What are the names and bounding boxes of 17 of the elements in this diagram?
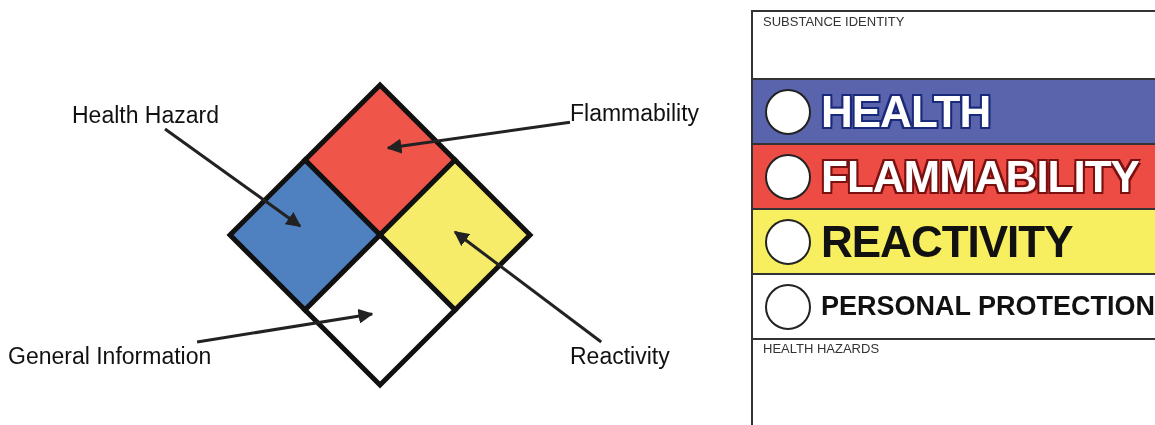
leader-arrow xyxy=(386,120,571,154)
leader-arrow xyxy=(453,230,603,344)
section-title: SUBSTANCE IDENTITY xyxy=(763,14,905,29)
label-text: Flammability xyxy=(570,99,700,127)
band-title: REACTIVITY xyxy=(821,216,1073,267)
leader-arrow xyxy=(164,127,302,228)
section-title: HEALTH HAZARDS xyxy=(763,341,880,356)
hazard-band xyxy=(753,80,1155,145)
label-text: Reactivity xyxy=(570,342,670,370)
label-text: General Information xyxy=(8,342,212,370)
band-title: PERSONAL PROTECTION xyxy=(821,291,1155,322)
leader-arrow xyxy=(196,308,374,344)
hazard-band xyxy=(753,145,1155,210)
band-title: HEALTH xyxy=(821,86,991,137)
label-text: Health Hazard xyxy=(72,101,220,129)
hazard-band xyxy=(753,210,1155,275)
band-title: FLAMMABILITY xyxy=(821,151,1139,202)
